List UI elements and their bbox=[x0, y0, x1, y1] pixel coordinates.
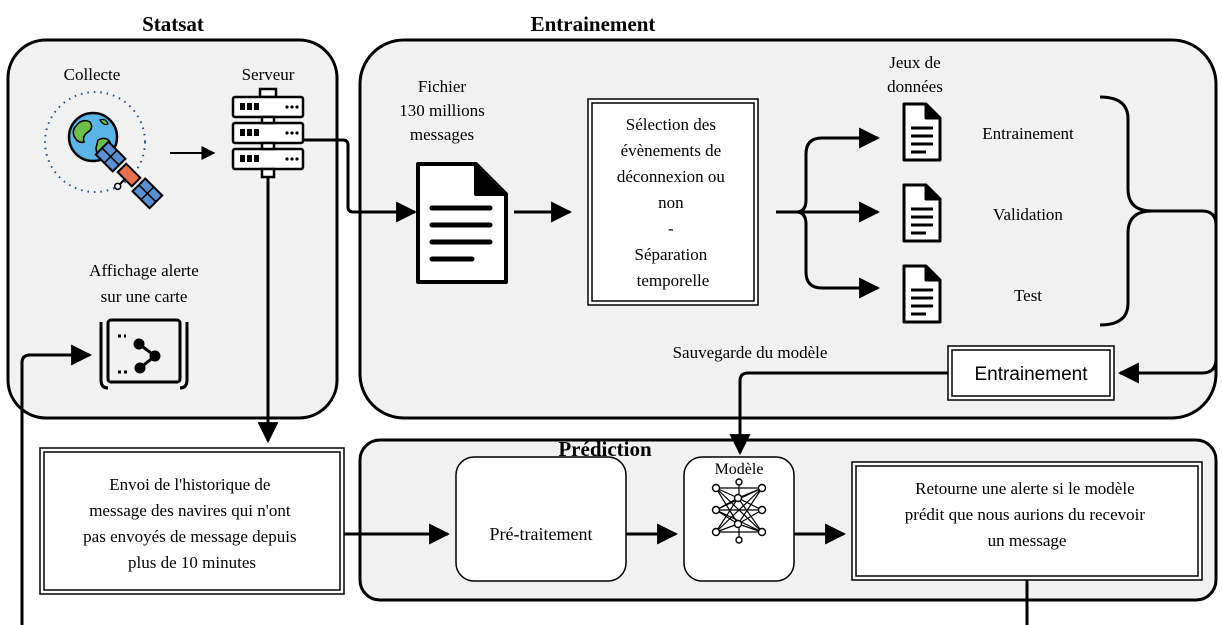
alerte-line-1: Retourne une alerte si le modèle bbox=[915, 479, 1135, 498]
serveur-label: Serveur bbox=[242, 65, 295, 84]
selection-line-7: temporelle bbox=[637, 271, 710, 290]
envoi-line-2: message des navires qui n'ont bbox=[89, 501, 291, 520]
selection-box: Sélection des évènements de déconnexion … bbox=[587, 98, 759, 306]
earth-satellite-icon bbox=[44, 91, 164, 210]
alerte-line-2: prédit que nous aurions du recevoir bbox=[905, 505, 1146, 524]
statsat-title: Statsat bbox=[142, 12, 204, 36]
dataset-file-icon-validation bbox=[902, 183, 942, 243]
training-box-label: Entrainement bbox=[974, 364, 1088, 385]
pretraitement-label: Pré-traitement bbox=[490, 524, 593, 544]
dataset-file-icon-test bbox=[902, 264, 942, 324]
affichage-label-line2: sur une carte bbox=[101, 287, 188, 306]
svg-text:Sélection des évènements: Sélection des évènements de déconnexion … bbox=[617, 115, 729, 290]
alerte-to-map-arrow bbox=[20, 355, 1029, 625]
entrainement-title: Entrainement bbox=[531, 12, 656, 36]
brace-to-training-arrow bbox=[1117, 209, 1218, 384]
envoi-box: Envoi de l'historique de message des nav… bbox=[39, 447, 345, 595]
file-icon bbox=[416, 162, 508, 284]
split-arrows bbox=[776, 127, 881, 299]
selection-line-5: - bbox=[668, 219, 674, 238]
selection-line-4: non bbox=[658, 193, 684, 212]
training-to-model-arrow bbox=[729, 371, 948, 456]
fichier-label-line1: Fichier bbox=[418, 77, 466, 96]
training-box: Entrainement bbox=[947, 345, 1115, 401]
svg-text:Retourne une alerte si le modè: Retourne une alerte si le modèle prédit … bbox=[905, 479, 1150, 550]
server-to-file-arrow bbox=[303, 138, 418, 223]
selection-line-2: évènements de bbox=[621, 141, 722, 160]
dataset-label-test: Test bbox=[1014, 286, 1042, 305]
alerte-line-3: un message bbox=[988, 531, 1067, 550]
fichier-label-line2: 130 millions bbox=[399, 101, 484, 120]
model-label: Modèle bbox=[715, 461, 764, 478]
jeux-label-line2: données bbox=[887, 77, 943, 96]
model-box: Modèle bbox=[683, 456, 795, 582]
affichage-label-line1: Affichage alerte bbox=[89, 261, 199, 280]
jeux-label-line1: Jeux de bbox=[889, 53, 940, 72]
selection-line-3: déconnexion ou bbox=[617, 167, 726, 186]
envoi-line-3: pas envoyés de message depuis bbox=[83, 527, 296, 546]
server-icon bbox=[231, 87, 305, 179]
sauvegarde-label: Sauvegarde du modèle bbox=[673, 343, 828, 362]
svg-text:Envoi de l'historique de: Envoi de l'historique de message des nav… bbox=[83, 475, 301, 572]
envoi-line-1: Envoi de l'historique de bbox=[109, 475, 270, 494]
selection-line-1: Sélection des bbox=[626, 115, 716, 134]
selection-line-6: Séparation bbox=[635, 245, 708, 264]
pretraitement-box: Pré-traitement bbox=[455, 456, 627, 582]
envoi-line-4: plus de 10 minutes bbox=[128, 553, 256, 572]
collecte-label: Collecte bbox=[64, 65, 121, 84]
neural-network-icon bbox=[711, 478, 767, 544]
dataset-label-entrainement: Entrainement bbox=[982, 124, 1074, 143]
dataset-file-icon-entrainement bbox=[902, 102, 942, 162]
fichier-label-line3: messages bbox=[410, 125, 474, 144]
dataset-label-validation: Validation bbox=[993, 205, 1063, 224]
alerte-box: Retourne une alerte si le modèle prédit … bbox=[851, 461, 1203, 581]
